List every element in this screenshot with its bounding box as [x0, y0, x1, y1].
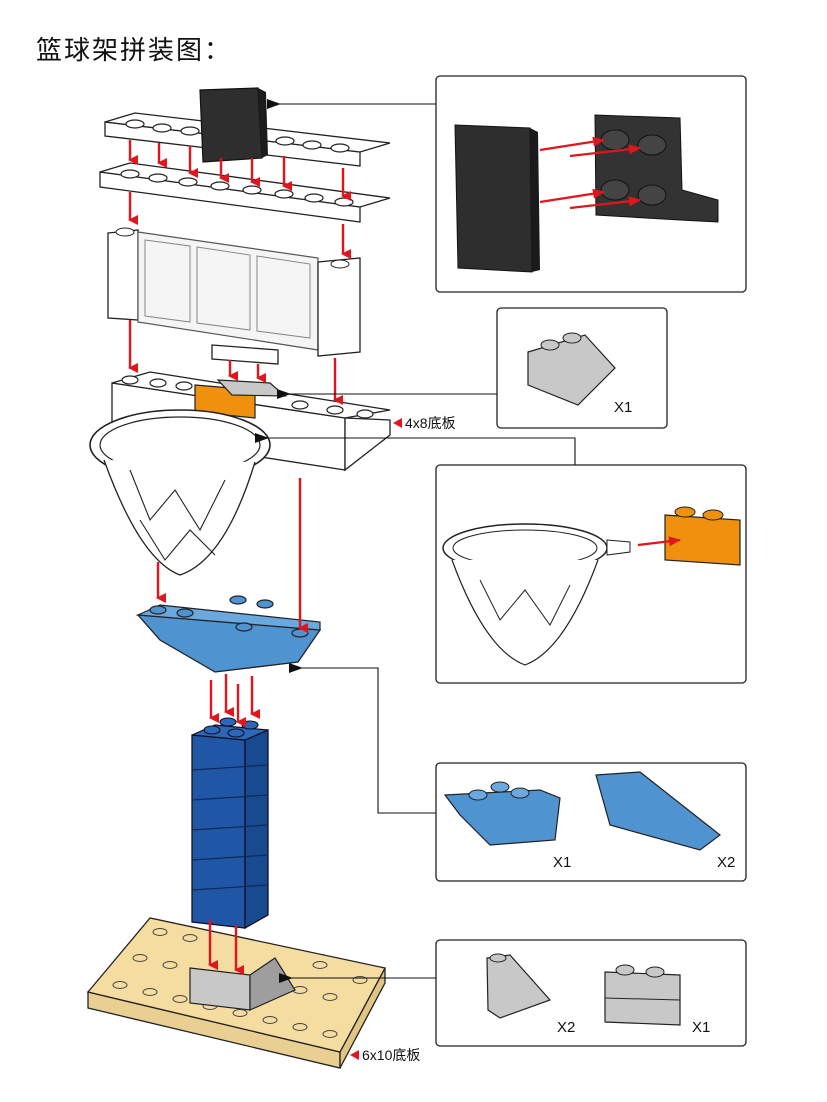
label-plate-6x10-text: 6x10底板	[362, 1047, 420, 1063]
inset-blue-parts: X1 X2	[435, 762, 747, 882]
inset-gray-parts: X2 X1	[435, 939, 747, 1047]
inset-hoop	[435, 464, 747, 684]
red-arrows	[128, 140, 351, 975]
dark-blue-column	[191, 717, 269, 930]
hoop-main	[89, 409, 271, 576]
leader-lines	[255, 99, 576, 983]
inset-gray-slope: X1	[496, 307, 668, 429]
light-blue-assembly	[135, 595, 322, 673]
backboard-panel	[199, 87, 268, 163]
label-plate-4x8: 4x8底板	[393, 415, 456, 431]
window-frame-row	[107, 227, 361, 357]
gray-brick-quantity: X1	[692, 1019, 710, 1036]
slope-gray-quantity: X1	[614, 399, 632, 416]
label-plate-4x8-text: 4x8底板	[405, 415, 456, 431]
inset-connector	[435, 75, 747, 293]
blue-wedge-quantity: X2	[717, 854, 735, 871]
blue-inverted-quantity: X1	[553, 854, 571, 871]
small-white-tile	[211, 344, 279, 365]
tan-base-plate	[86, 917, 386, 1069]
page-title: 篮球架拼装图：	[36, 36, 233, 66]
second-white-plate	[99, 162, 391, 223]
label-plate-6x10: 6x10底板	[350, 1047, 420, 1063]
gray-slope-quantity: X2	[557, 1019, 575, 1036]
